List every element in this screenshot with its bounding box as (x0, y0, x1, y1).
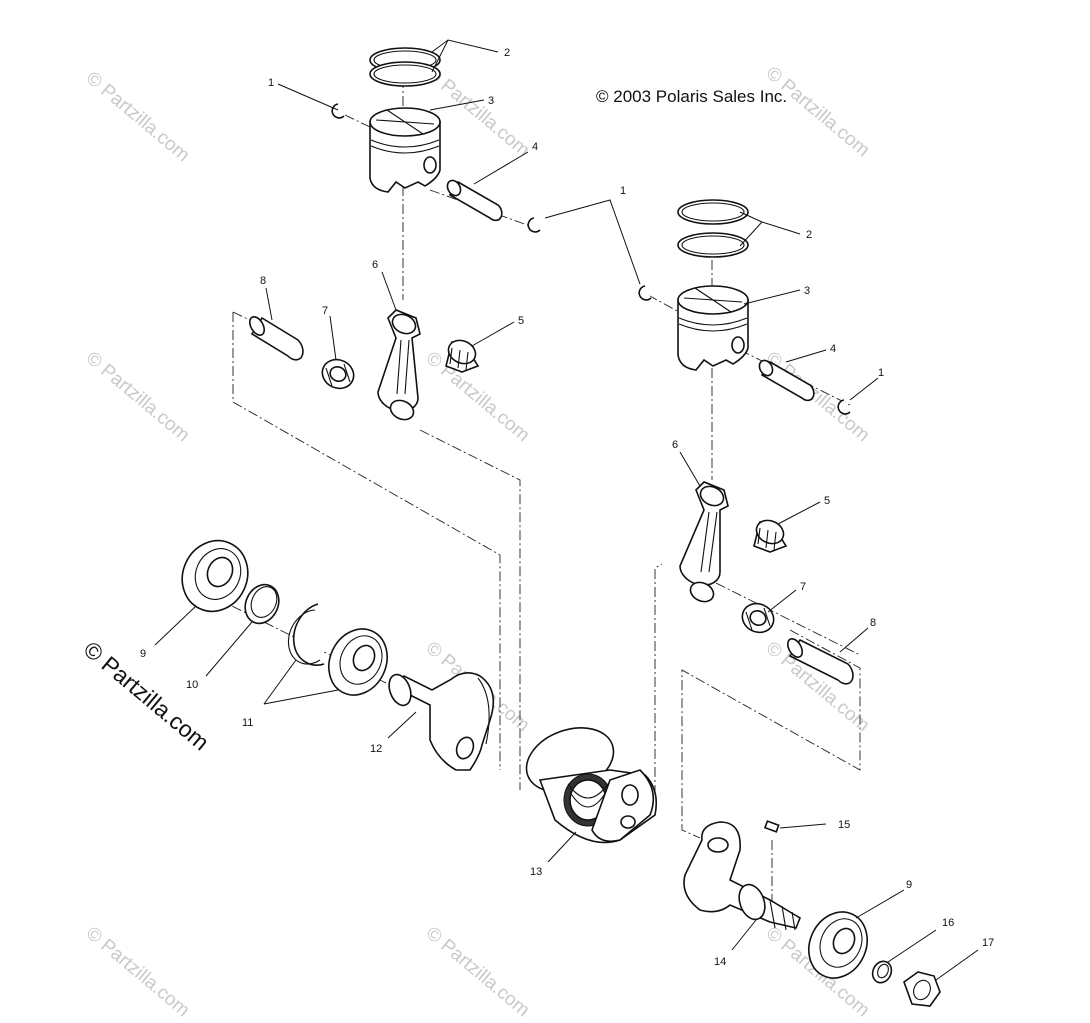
circlip-right-a (638, 285, 652, 301)
main-bearing-left (181, 539, 249, 613)
callout-label: 1 (878, 367, 884, 379)
watermark-text: © Partzilla.com (82, 923, 194, 1021)
callout-label: 4 (532, 141, 538, 153)
callout-label: 16 (942, 917, 954, 929)
watermark-text: © Partzilla.com (422, 923, 534, 1021)
needle-bearing-large-left (321, 358, 355, 390)
piston-right (677, 285, 749, 371)
seal-ring-left (244, 583, 280, 625)
callout-label: 4 (830, 343, 836, 355)
watermark-text: © Partzilla.com (762, 63, 874, 161)
callout-label: 9 (140, 648, 146, 660)
circlip-right-b (837, 399, 851, 415)
watermark-text: © Partzilla.com (762, 348, 874, 446)
callout-label: 12 (370, 743, 382, 755)
main-bearing-right (808, 911, 868, 979)
assembly-centerlines (199, 78, 861, 910)
needle-bearing-small-left (445, 339, 480, 373)
callout-label: 8 (260, 275, 266, 287)
piston-rings-left (369, 47, 441, 87)
callout-label: 3 (488, 95, 494, 107)
circlip-left-a (331, 103, 345, 119)
crankshaft-center (525, 727, 658, 844)
watermark-text: © Partzilla.com (82, 68, 194, 166)
watermark-text: © Partzilla.com (82, 348, 194, 446)
nut-right (903, 971, 941, 1007)
snap-ring-left (287, 603, 325, 666)
needle-bearing-small-right (753, 519, 788, 553)
crank-pin-left (248, 316, 304, 361)
callout-label: 1 (268, 77, 274, 89)
piston-rings-right (677, 199, 749, 258)
callout-label: 3 (804, 285, 810, 297)
callout-label: 13 (530, 866, 542, 878)
connecting-rod-left (377, 309, 421, 421)
copyright-text: © 2003 Polaris Sales Inc. (596, 87, 787, 106)
crankshaft-left-half (388, 672, 495, 771)
callout-label: 7 (322, 305, 328, 317)
callout-label: 5 (518, 315, 524, 327)
callout-layer: 1 2 3 4 1 2 3 4 1 6 7 8 5 6 5 7 (140, 39, 994, 981)
piston-pin-right (758, 359, 815, 402)
callout-label: 8 (870, 617, 876, 629)
callout-label: 7 (800, 581, 806, 593)
crank-pin-right (786, 638, 854, 685)
callout-label: 10 (186, 679, 198, 691)
callout-label: 5 (824, 495, 830, 507)
callout-label: 6 (372, 259, 378, 271)
needle-bearing-large-right (741, 602, 775, 634)
callout-label: 9 (906, 879, 912, 891)
callout-label: 1 (620, 185, 626, 197)
woodruff-key (763, 820, 780, 833)
circlip-left-b (527, 217, 541, 233)
piston-left (369, 107, 441, 193)
ball-bearing-left (328, 628, 388, 696)
callout-label: 2 (806, 229, 812, 241)
watermark-text: © Partzilla.com (422, 348, 534, 446)
crankshaft-right-half (683, 821, 801, 931)
callout-label: 2 (504, 47, 510, 59)
callout-label: 6 (672, 439, 678, 451)
callout-label: 17 (982, 937, 994, 949)
callout-label: 11 (242, 717, 253, 729)
callout-label: 15 (838, 819, 850, 831)
washer-right (871, 960, 893, 984)
piston-pin-left (446, 179, 503, 222)
callout-label: 14 (714, 956, 726, 968)
partzilla-brand-mark: © Partzilla.com (79, 636, 214, 756)
connecting-rod-right (679, 481, 729, 603)
